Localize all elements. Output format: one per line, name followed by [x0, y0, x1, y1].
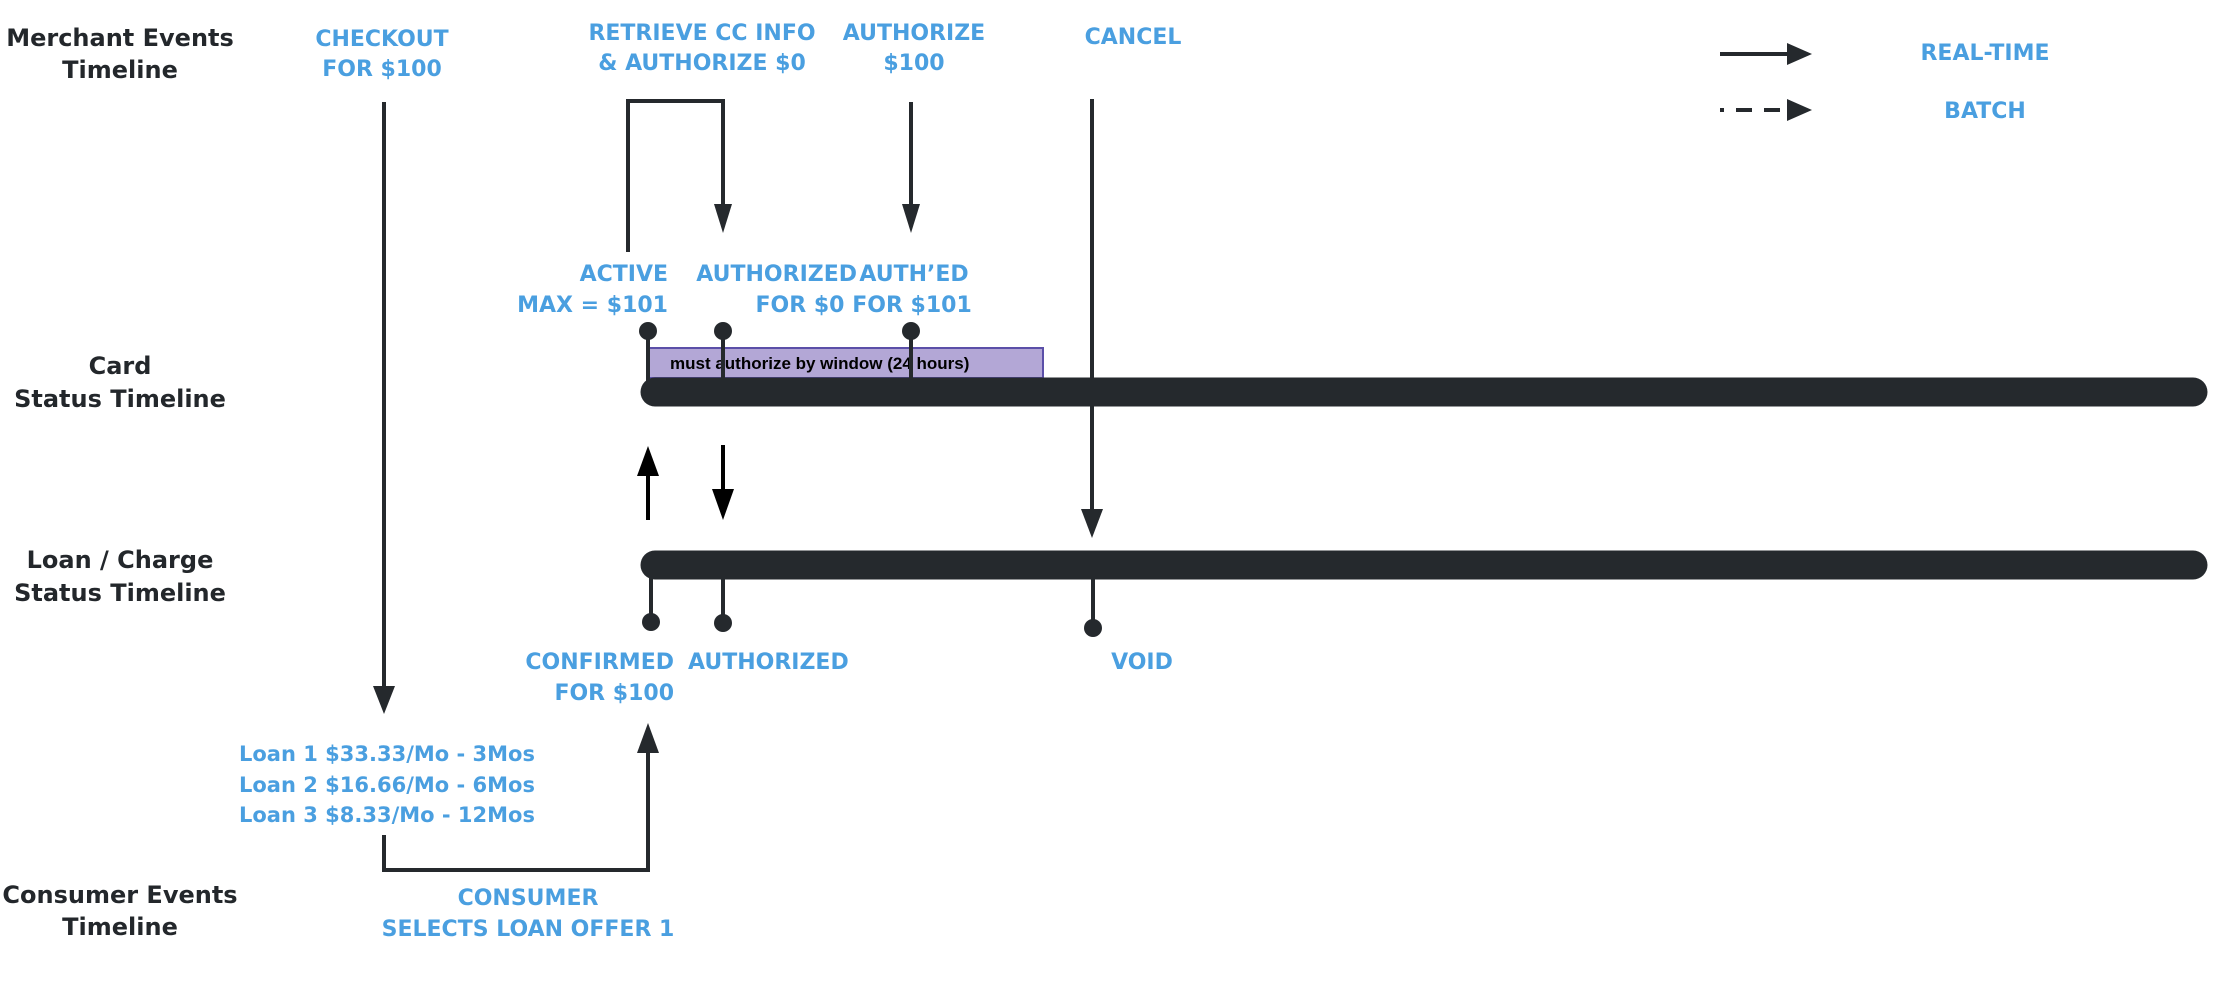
- card-marker-authorized-dot: [714, 322, 732, 340]
- row-label-loan: Loan / Charge Status Timeline: [14, 546, 226, 607]
- legend-realtime-label: REAL-TIME: [1920, 41, 2049, 66]
- legend-solid-arrowhead-icon: [1787, 43, 1812, 65]
- event-checkout-line2: FOR $100: [322, 57, 442, 82]
- arrow-down-icon: [373, 686, 395, 714]
- auth-window-text: must authorize by window (24 hours): [670, 354, 969, 373]
- arrow-consumer-select-shaft: [382, 748, 650, 872]
- row-label-card-line1: Card: [89, 352, 152, 380]
- event-retrieve: RETRIEVE CC INFO & AUTHORIZE $0: [588, 21, 815, 76]
- card-status-authed-line1: AUTH’ED: [859, 262, 968, 287]
- loan-status-confirmed: CONFIRMED FOR $100: [525, 650, 674, 706]
- loan-status-void: VOID: [1111, 650, 1173, 675]
- card-status-authed-line2: FOR $101: [852, 293, 972, 318]
- row-label-card-line2: Status Timeline: [14, 385, 226, 413]
- arrow-cancel: [1081, 99, 1103, 538]
- row-label-loan-line1: Loan / Charge: [27, 546, 214, 574]
- event-consumer-select-line2: SELECTS LOAN OFFER 1: [382, 917, 675, 942]
- row-label-merchant: Merchant Events Timeline: [6, 24, 234, 84]
- loan-offer-item: Loan 1 $33.33/Mo - 3Mos: [239, 742, 535, 766]
- legend-item-realtime: REAL-TIME: [1720, 41, 2050, 66]
- card-marker-authed-dot: [902, 322, 920, 340]
- loan-offer-item: Loan 2 $16.66/Mo - 6Mos: [239, 773, 535, 797]
- legend-item-batch: BATCH: [1720, 99, 2026, 124]
- card-status-active-line1: ACTIVE: [580, 262, 668, 287]
- event-cancel: CANCEL: [1085, 25, 1182, 50]
- event-cancel-line1: CANCEL: [1085, 25, 1182, 50]
- loan-status-confirmed-line1: CONFIRMED: [525, 650, 674, 675]
- arrow-checkout-to-offers: [373, 102, 395, 714]
- row-label-merchant-line2: Timeline: [62, 56, 178, 84]
- card-status-authorized: AUTHORIZED FOR $0: [696, 262, 857, 318]
- arrow-authorize: [902, 102, 920, 233]
- arrow-consumer-select: [382, 723, 659, 872]
- arrow-up-icon: [637, 723, 659, 753]
- event-consumer-select: CONSUMER SELECTS LOAN OFFER 1: [382, 886, 675, 942]
- arrow-down-icon: [902, 204, 920, 233]
- row-label-consumer-line1: Consumer Events: [2, 881, 237, 909]
- arrow-down-icon: [1081, 509, 1103, 538]
- arrow-loan-to-card: [637, 446, 659, 520]
- loan-marker-authorized-dot: [714, 614, 732, 632]
- loan-marker-void: [1084, 565, 1102, 637]
- loan-status-void-line1: VOID: [1111, 650, 1173, 675]
- event-retrieve-line2: & AUTHORIZE $0: [598, 51, 806, 76]
- card-marker-active-dot: [639, 322, 657, 340]
- loan-marker-authorized: [714, 565, 732, 632]
- card-status-authorized-line1: AUTHORIZED: [696, 262, 857, 287]
- arrow-down-icon: [714, 204, 732, 233]
- event-authorize-line2: $100: [883, 51, 944, 76]
- loan-marker-confirmed: [642, 565, 660, 631]
- row-label-merchant-line1: Merchant Events: [6, 24, 234, 52]
- event-checkout-line1: CHECKOUT: [315, 27, 448, 52]
- arrow-up-icon: [637, 446, 659, 476]
- card-status-active-line2: MAX = $101: [517, 293, 668, 318]
- row-label-consumer: Consumer Events Timeline: [2, 881, 237, 941]
- event-authorize-line1: AUTHORIZE: [843, 21, 985, 46]
- arrow-retrieve-bracket: [626, 99, 732, 252]
- loan-status-confirmed-line2: FOR $100: [554, 681, 674, 706]
- card-status-authed: AUTH’ED FOR $101: [852, 262, 972, 318]
- loan-offers-list: Loan 1 $33.33/Mo - 3Mos Loan 2 $16.66/Mo…: [239, 742, 535, 827]
- card-marker-authed: [902, 322, 920, 392]
- row-label-loan-line2: Status Timeline: [14, 579, 226, 607]
- arrow-down-icon: [712, 489, 734, 520]
- card-marker-active: [639, 322, 657, 392]
- loan-status-authorized: AUTHORIZED: [688, 650, 849, 675]
- card-status-authorized-line2: FOR $0: [756, 293, 845, 318]
- loan-status-authorized-line1: AUTHORIZED: [688, 650, 849, 675]
- legend-batch-label: BATCH: [1944, 99, 2026, 124]
- loan-marker-confirmed-dot: [642, 613, 660, 631]
- row-label-card: Card Status Timeline: [14, 352, 226, 413]
- legend-dashed-arrowhead-icon: [1787, 99, 1812, 121]
- arrow-retrieve-shaft: [626, 99, 725, 252]
- event-retrieve-line1: RETRIEVE CC INFO: [588, 21, 815, 46]
- legend: REAL-TIME BATCH: [1720, 41, 2050, 124]
- loan-marker-void-dot: [1084, 619, 1102, 637]
- card-status-active: ACTIVE MAX = $101: [517, 262, 668, 318]
- arrow-card-to-loan: [712, 445, 734, 520]
- row-label-consumer-line2: Timeline: [62, 913, 178, 941]
- event-authorize: AUTHORIZE $100: [843, 21, 985, 76]
- auth-window-box: must authorize by window (24 hours): [647, 347, 1044, 379]
- card-marker-authorized: [714, 322, 732, 392]
- loan-offer-item: Loan 3 $8.33/Mo - 12Mos: [239, 803, 535, 827]
- event-checkout: CHECKOUT FOR $100: [315, 27, 448, 82]
- event-consumer-select-line1: CONSUMER: [458, 886, 599, 911]
